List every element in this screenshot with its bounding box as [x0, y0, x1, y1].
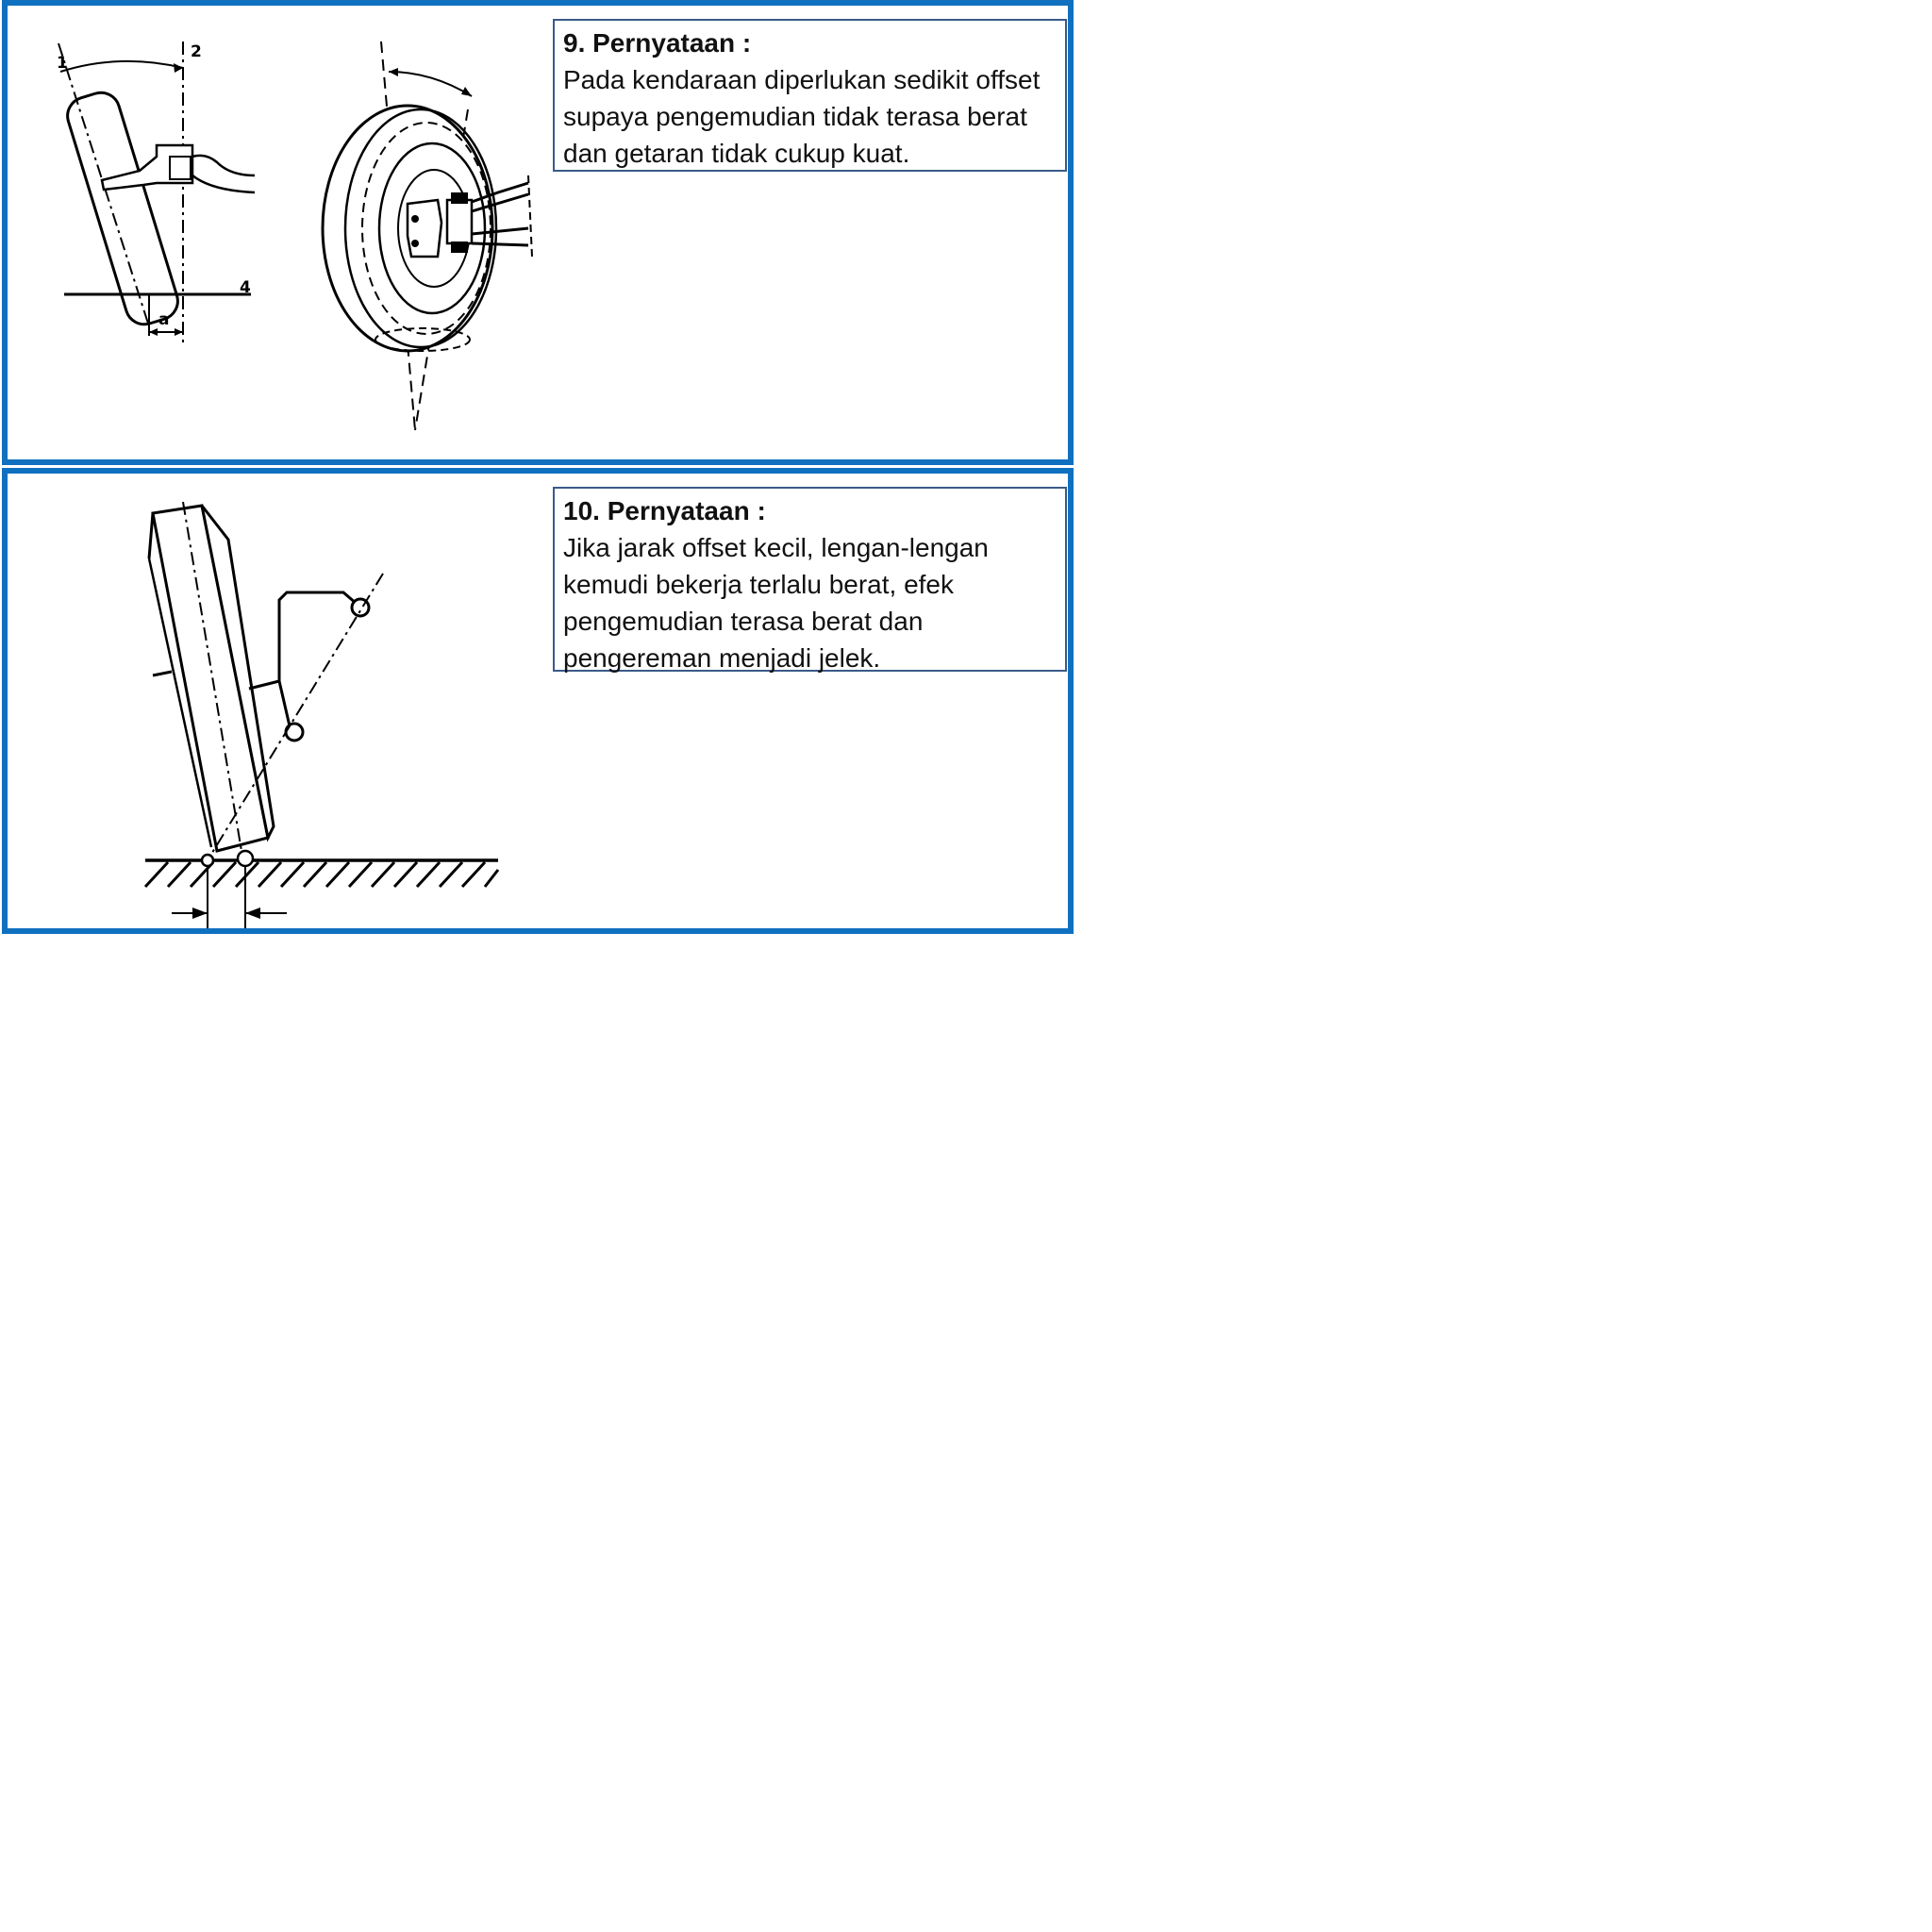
upper-arm — [471, 181, 529, 204]
offset-front-view-diagram: 1 2 4 a — [57, 42, 256, 345]
tilted-wheel — [66, 91, 179, 326]
wheel-centerline — [182, 501, 242, 852]
label-1: 1 — [57, 54, 68, 73]
tire-contact-point — [236, 849, 255, 868]
tilted-wheel-block — [147, 504, 275, 853]
knuckle-block — [445, 198, 474, 245]
statement-title: 10. Pernyataan : — [563, 496, 766, 525]
statement-text: Jika jarak offset kecil, lengan-lengan k… — [563, 533, 989, 673]
offset-perspective-diagram — [321, 41, 533, 431]
axle-stub — [248, 679, 280, 691]
knuckle-bracket — [277, 591, 358, 681]
statement-panel-9: 1 2 4 a 9. Pernyataan — [2, 0, 1074, 465]
contact-patch — [375, 327, 471, 352]
lower-arm — [471, 226, 529, 236]
ground-hatching — [143, 860, 500, 889]
wheel-centerline — [58, 42, 150, 327]
kingpin-axis — [207, 573, 384, 861]
lower-ball-joint — [284, 722, 305, 742]
angle-arrowhead — [174, 63, 183, 73]
label-2: 2 — [191, 42, 202, 61]
statement-title: 9. Pernyataan : — [563, 28, 752, 58]
statement-text: Pada kendaraan diperlukan sedikit offset… — [563, 65, 1041, 168]
small-offset-diagram — [143, 501, 500, 928]
statement-box-9: 9. Pernyataan : Pada kendaraan diperluka… — [553, 19, 1067, 172]
control-arm — [192, 154, 256, 177]
label-4: 4 — [240, 278, 251, 297]
hub — [406, 198, 443, 258]
statement-panel-10: 10. Pernyataan : Jika jarak offset kecil… — [2, 468, 1074, 934]
kingpin-axis-dashed — [380, 41, 416, 431]
label-a: a — [158, 310, 169, 329]
statement-box-10: 10. Pernyataan : Jika jarak offset kecil… — [553, 487, 1067, 673]
inclination-angle-arc — [388, 71, 473, 97]
kingpin-ground-point — [200, 853, 215, 868]
angle-arc — [59, 59, 184, 73]
